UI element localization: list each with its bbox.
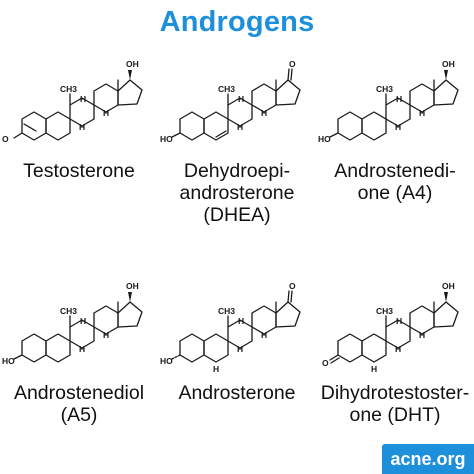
name-line: one (A4)	[357, 182, 433, 204]
structure-androstenedione: HO OH CH3 H H H	[318, 59, 459, 144]
methyl-label: CH3	[376, 84, 393, 94]
brand-logo[interactable]: acne.org	[382, 444, 474, 474]
molecule-name: Testosterone	[0, 160, 158, 182]
hydrogen-label: H	[213, 364, 219, 374]
molecule-name: Androsterone	[158, 382, 316, 404]
oxygen-17-label: O	[289, 59, 296, 69]
hydrogen-label: H	[396, 94, 402, 104]
hydrogen-label: H	[238, 316, 244, 326]
name-line: Dihydrotestoster-	[320, 382, 470, 404]
hydrogen-label: H	[419, 108, 425, 118]
oxygen-3-label: HO	[318, 134, 331, 144]
oxygen-3-label: O	[2, 134, 9, 144]
methyl-label: CH3	[218, 84, 235, 94]
oxygen-17-label: OH	[126, 59, 139, 69]
hydrogen-label: H	[103, 108, 109, 118]
structure-androstenediol: HO OH CH3 H H H	[2, 281, 143, 366]
structure-androsterone: HO O CH3 H H H H	[160, 281, 301, 374]
hydrogen-label: H	[79, 122, 85, 132]
name-line: Androsterone	[178, 382, 296, 404]
name-line: Dehydroepi-	[183, 160, 291, 182]
hydrogen-label: H	[103, 330, 109, 340]
molecule-androstenediol: HO OH CH3 H H H Androstenediol (A5)	[0, 262, 158, 426]
molecule-dhea: HO O CH3 H H H Dehydroepi- androsterone …	[158, 40, 316, 226]
oxygen-3-label: O	[322, 358, 329, 368]
oxygen-17-label: OH	[126, 281, 139, 291]
molecule-name: Androstenedi- one (A4)	[316, 160, 474, 204]
hydrogen-label: H	[80, 94, 86, 104]
structure-dht: O OH CH3 H H H H	[322, 281, 459, 374]
oxygen-17-label: O	[289, 281, 296, 291]
hydrogen-label: H	[237, 344, 243, 354]
name-line: Androstenedi-	[334, 160, 456, 182]
structure-dhea: HO O CH3 H H H	[160, 59, 301, 144]
hydrogen-label: H	[238, 94, 244, 104]
hydrogen-label: H	[261, 330, 267, 340]
name-line: one (DHT)	[349, 404, 441, 426]
hydrogen-label: H	[237, 122, 243, 132]
name-line: androsterone	[179, 182, 295, 204]
page-title: Androgens	[159, 6, 315, 38]
hydrogen-label: H	[80, 316, 86, 326]
methyl-label: CH3	[60, 84, 77, 94]
name-line: Androstenediol	[13, 382, 145, 404]
methyl-label: CH3	[218, 306, 235, 316]
molecule-testosterone: O OH CH3 H H H Testosterone	[0, 40, 158, 182]
molecule-name: Androstenediol (A5)	[0, 382, 158, 426]
molecule-androsterone: HO O CH3 H H H H Androsterone	[158, 262, 316, 404]
hydrogen-label: H	[419, 330, 425, 340]
methyl-label: CH3	[376, 306, 393, 316]
oxygen-17-label: OH	[442, 281, 455, 291]
hydrogen-label: H	[395, 344, 401, 354]
name-line: (A5)	[60, 404, 98, 426]
hydrogen-label: H	[396, 316, 402, 326]
molecule-name: Dihydrotestoster- one (DHT)	[316, 382, 474, 426]
oxygen-3-label: HO	[160, 134, 173, 144]
oxygen-17-label: OH	[442, 59, 455, 69]
structure-testosterone: O OH CH3 H H H	[2, 59, 143, 144]
name-line: Testosterone	[23, 160, 135, 182]
methyl-label: CH3	[60, 306, 77, 316]
hydrogen-label: H	[395, 122, 401, 132]
molecule-name: Dehydroepi- androsterone (DHEA)	[158, 160, 316, 226]
molecule-dht: O OH CH3 H H H H Dihydrotestoster- one (…	[316, 262, 474, 426]
hydrogen-label: H	[79, 344, 85, 354]
hydrogen-label: H	[261, 108, 267, 118]
hydrogen-label: H	[371, 364, 377, 374]
oxygen-3-label: HO	[2, 356, 15, 366]
name-line: (DHEA)	[203, 204, 271, 226]
oxygen-3-label: HO	[160, 356, 173, 366]
molecule-androstenedione: HO OH CH3 H H H Androstenedi- one (A4)	[316, 40, 474, 204]
